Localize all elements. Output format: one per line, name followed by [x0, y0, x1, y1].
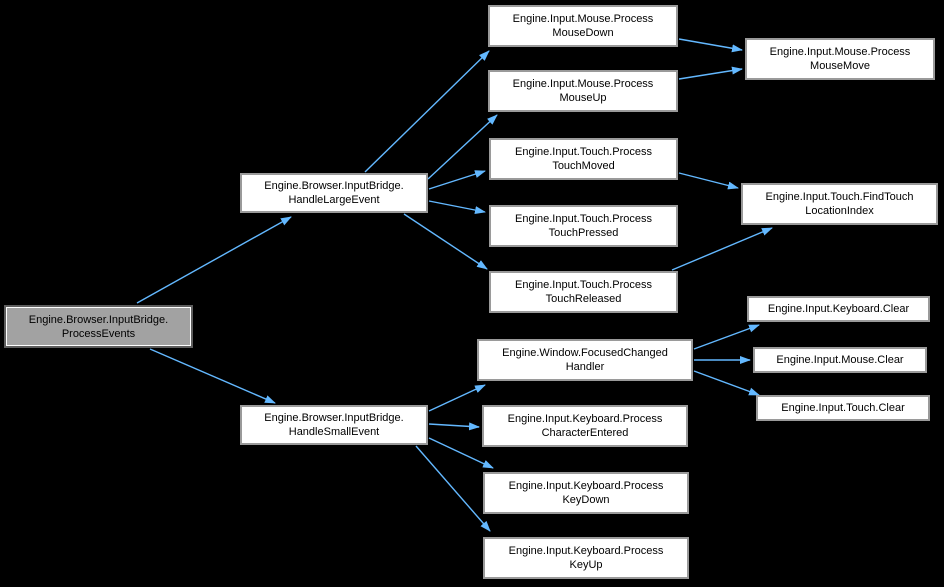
- node-label-line: Engine.Input.Mouse.Clear: [776, 354, 904, 366]
- edge-handle-small-event-to-key-down: [428, 437, 494, 469]
- node-label-line: HandleSmallEvent: [288, 426, 380, 438]
- node-label-line: MouseMove: [810, 60, 870, 72]
- edge-process-events-to-handle-large-event: [136, 216, 292, 304]
- node-label-line: TouchMoved: [552, 160, 615, 172]
- node-label-line: Engine.Input.Touch.Clear: [781, 402, 905, 414]
- node-label-line: Engine.Input.Mouse.Process: [769, 46, 911, 58]
- node-process-events[interactable]: Engine.Browser.InputBridge.ProcessEvents: [4, 305, 193, 348]
- node-handle-large-event[interactable]: Engine.Browser.InputBridge. HandleLargeEv…: [240, 173, 428, 213]
- edge-focused-changed-handler-to-touch-clear: [693, 370, 760, 396]
- edge-handle-small-event-to-key-up: [415, 445, 491, 532]
- edge-handle-small-event-to-focused-changed-handler: [428, 384, 486, 412]
- node-label-line: TouchPressed: [548, 227, 619, 239]
- edge-handle-large-event-to-touch-moved: [428, 170, 486, 190]
- node-label-line: MouseDown: [552, 27, 614, 39]
- edge-mouse-up-to-mouse-move: [678, 66, 743, 80]
- node-label-line: Engine.Input.Mouse.Process: [512, 78, 654, 90]
- edge-handle-large-event-to-mouse-up: [427, 114, 498, 180]
- node-label-line: MouseUp: [559, 92, 607, 104]
- node-touch-clear[interactable]: Engine.Input.Touch.Clear: [756, 395, 930, 421]
- node-label-line: Engine.Input.Keyboard.Process: [508, 480, 664, 492]
- edge-touch-released-to-find-touch-location-index: [671, 227, 773, 271]
- node-label-line: Engine.Input.Keyboard.Clear: [767, 303, 910, 315]
- node-label-line: Engine.Input.Touch.FindTouch: [765, 191, 914, 203]
- edge-handle-large-event-to-touch-released: [403, 213, 488, 270]
- node-label-line: Engine.Browser.InputBridge.: [264, 412, 404, 424]
- node-label-line: Engine.Input.Mouse.Process: [512, 13, 654, 25]
- node-label-line: CharacterEntered: [541, 427, 629, 439]
- node-label-line: HandleLargeEvent: [288, 194, 380, 206]
- node-mouse-clear[interactable]: Engine.Input.Mouse.Clear: [753, 347, 927, 373]
- node-label-line: Engine.Input.Touch.Process: [515, 279, 652, 291]
- edge-process-events-to-handle-small-event: [149, 348, 276, 404]
- edge-mouse-down-to-mouse-move: [678, 38, 743, 53]
- edge-handle-small-event-to-character-entered: [428, 422, 480, 431]
- node-label-line: KeyDown: [562, 494, 610, 506]
- node-label-line: Engine.Input.Keyboard.Process: [507, 413, 663, 425]
- node-label-line: ProcessEvents: [61, 327, 136, 340]
- node-label-line: Engine.Input.Keyboard.Process: [508, 545, 664, 557]
- edge-handle-large-event-to-mouse-down: [364, 50, 490, 173]
- node-label-line: LocationIndex: [805, 205, 874, 217]
- node-label-line: Engine.Input.Touch.Process: [515, 146, 652, 158]
- node-label-line: Engine.Window.FocusedChanged: [502, 347, 668, 359]
- node-label-line: KeyUp: [569, 559, 603, 571]
- edge-touch-moved-to-find-touch-location-index: [678, 172, 739, 190]
- node-label-line: Engine.Browser.InputBridge.: [28, 313, 169, 326]
- node-handle-small-event[interactable]: Engine.Browser.InputBridge. HandleSmallEv…: [240, 405, 428, 445]
- node-label-line: Engine.Input.Touch.Process: [515, 213, 652, 225]
- edge-focused-changed-handler-to-keyboard-clear: [693, 324, 760, 350]
- edge-handle-large-event-to-touch-pressed: [428, 200, 486, 214]
- node-keyboard-clear[interactable]: Engine.Input.Keyboard.Clear: [747, 296, 930, 322]
- node-label-line: Engine.Browser.InputBridge.: [264, 180, 404, 192]
- node-label-line: TouchReleased: [545, 293, 622, 305]
- node-label-line: Handler: [565, 361, 605, 373]
